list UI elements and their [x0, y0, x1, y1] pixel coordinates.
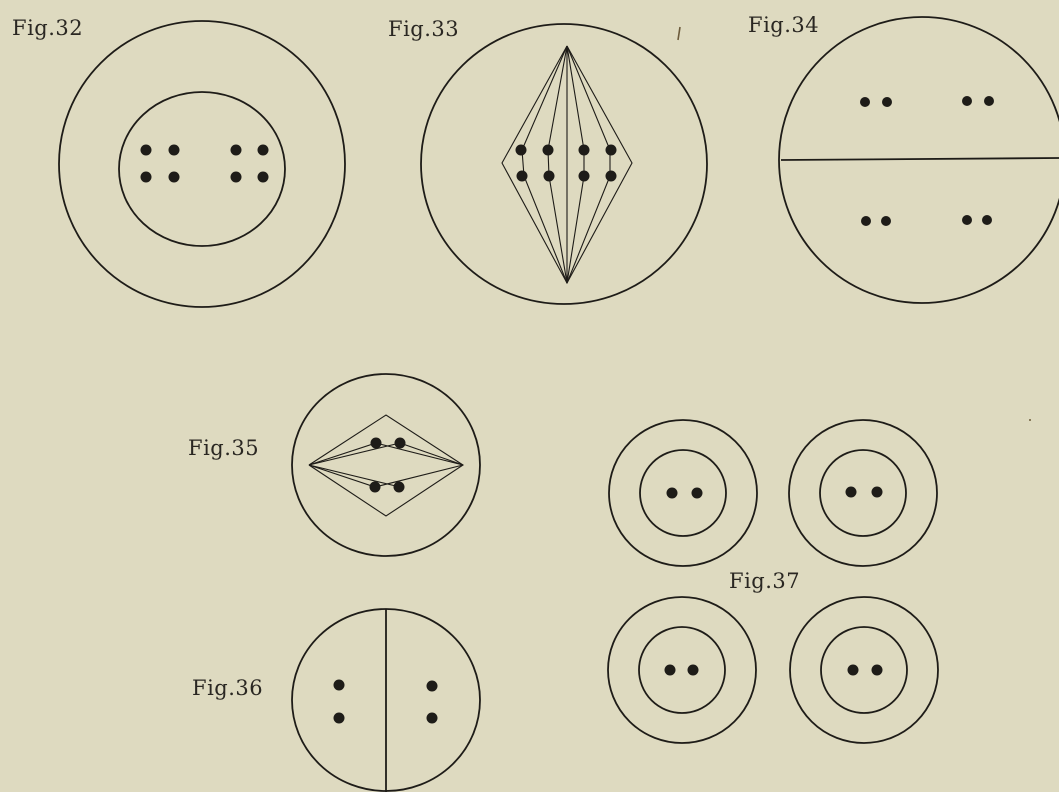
fig37-cell-top-right	[789, 420, 937, 566]
fig32-label: Fig.32	[12, 16, 83, 40]
fig33-spindle	[502, 46, 632, 283]
fig33-cell	[421, 24, 707, 304]
fig35-outer-membrane	[292, 374, 480, 556]
fig36-cell	[292, 609, 480, 792]
fig36-label: Fig.36	[192, 676, 263, 700]
fig32-cell	[59, 21, 345, 307]
fig37-label: Fig.37	[729, 569, 800, 593]
fig33-chromosomes	[516, 145, 617, 182]
fig32-nucleus	[119, 92, 285, 246]
fig34-chromosomes	[860, 96, 994, 226]
fig32-outer-membrane	[59, 21, 345, 307]
fig34-label: Fig.34	[748, 13, 819, 37]
paper-specks	[678, 27, 1031, 421]
fig35-cell	[292, 374, 480, 556]
fig32-chromosomes	[141, 145, 269, 183]
fig35-spindle	[309, 415, 463, 516]
fig37-cell-bottom-left	[608, 597, 756, 743]
fig37-cell-top-left	[609, 420, 757, 566]
fig35-label: Fig.35	[188, 436, 259, 460]
fig34-division-wall	[781, 158, 1059, 160]
fig37-cell-bottom-right	[790, 597, 938, 743]
fig34-cell	[779, 17, 1059, 303]
fig33-label: Fig.33	[388, 17, 459, 41]
